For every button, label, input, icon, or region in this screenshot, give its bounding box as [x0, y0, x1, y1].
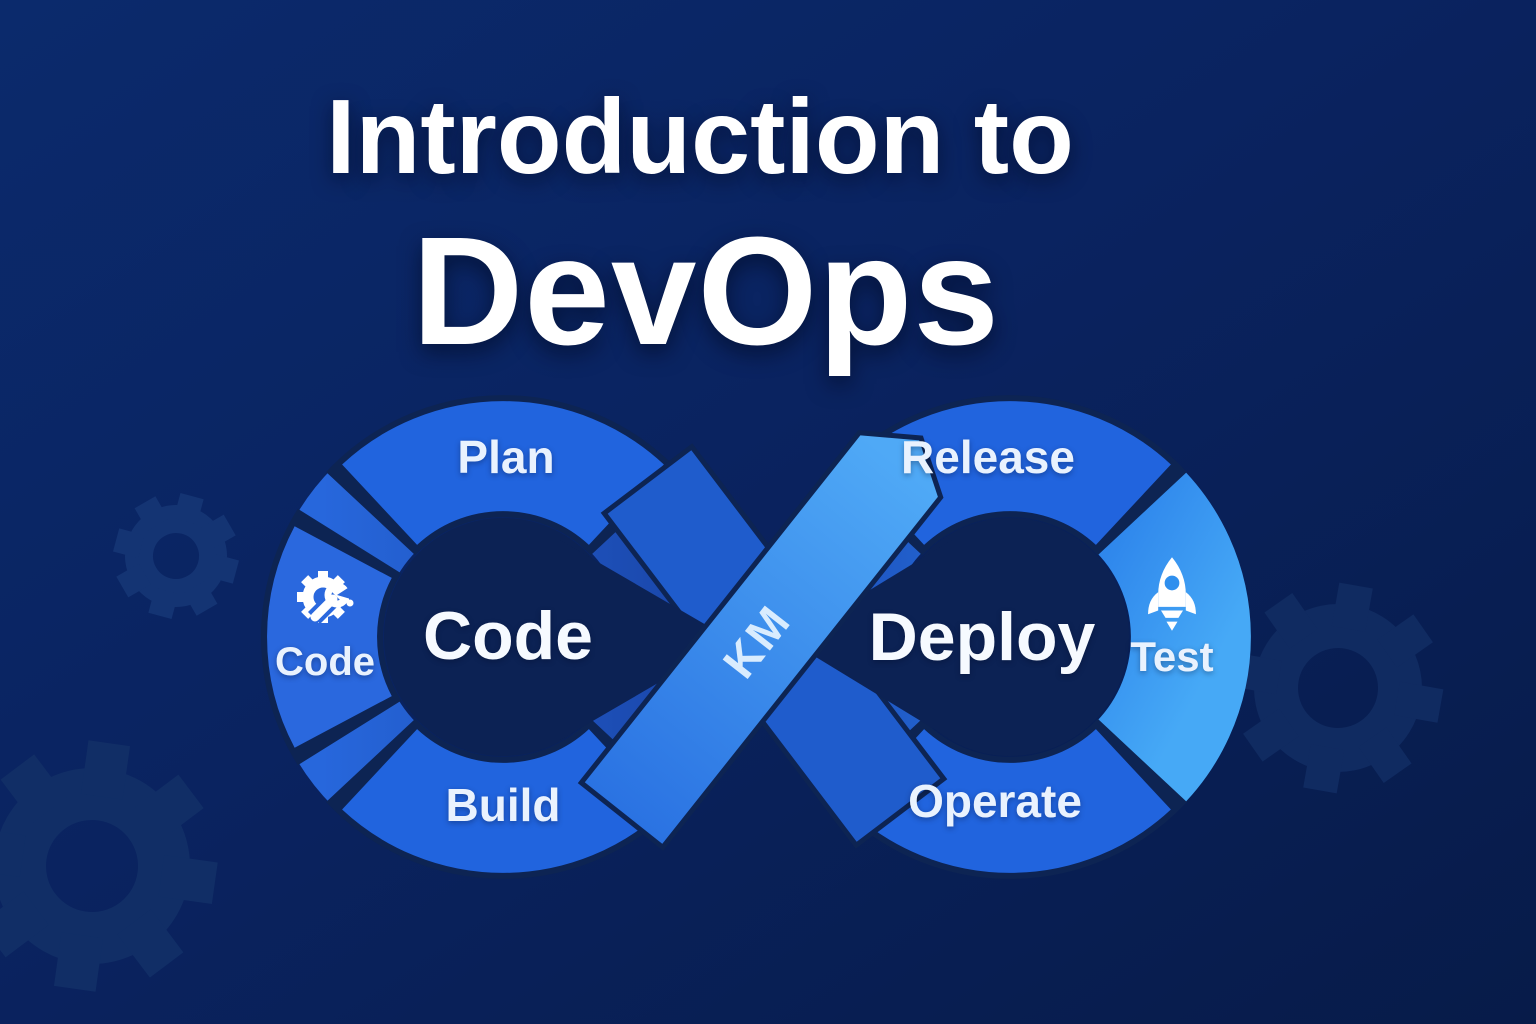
left-loop-center-label: Code: [423, 598, 593, 674]
right-loop-center-label: Deploy: [868, 599, 1096, 675]
stage-label-operate: Operate: [908, 775, 1082, 827]
code-arc: [267, 526, 393, 748]
page-title-line2: DevOps: [411, 205, 1001, 377]
left-loop-inner: [384, 518, 732, 756]
background-gear-icon: [113, 493, 239, 619]
test-arc: [1091, 460, 1251, 814]
page-title-line1: Introduction to: [326, 78, 1074, 196]
plan-band: [342, 401, 664, 546]
stage-label-plan: Plan: [457, 431, 555, 483]
gear-wrench-icon: [297, 571, 354, 625]
stage-label-code-side: Code: [275, 640, 375, 684]
background-gear-icon: [0, 740, 218, 992]
ribbon-ascending: [577, 430, 944, 851]
stage-label-build: Build: [445, 779, 561, 831]
rocket-icon: [1148, 557, 1196, 631]
stage-label-test: Test: [1130, 633, 1214, 680]
right-loop-inner: [788, 518, 1129, 756]
background-gear-icon: [1232, 582, 1444, 794]
stage-label-release: Release: [901, 431, 1075, 483]
